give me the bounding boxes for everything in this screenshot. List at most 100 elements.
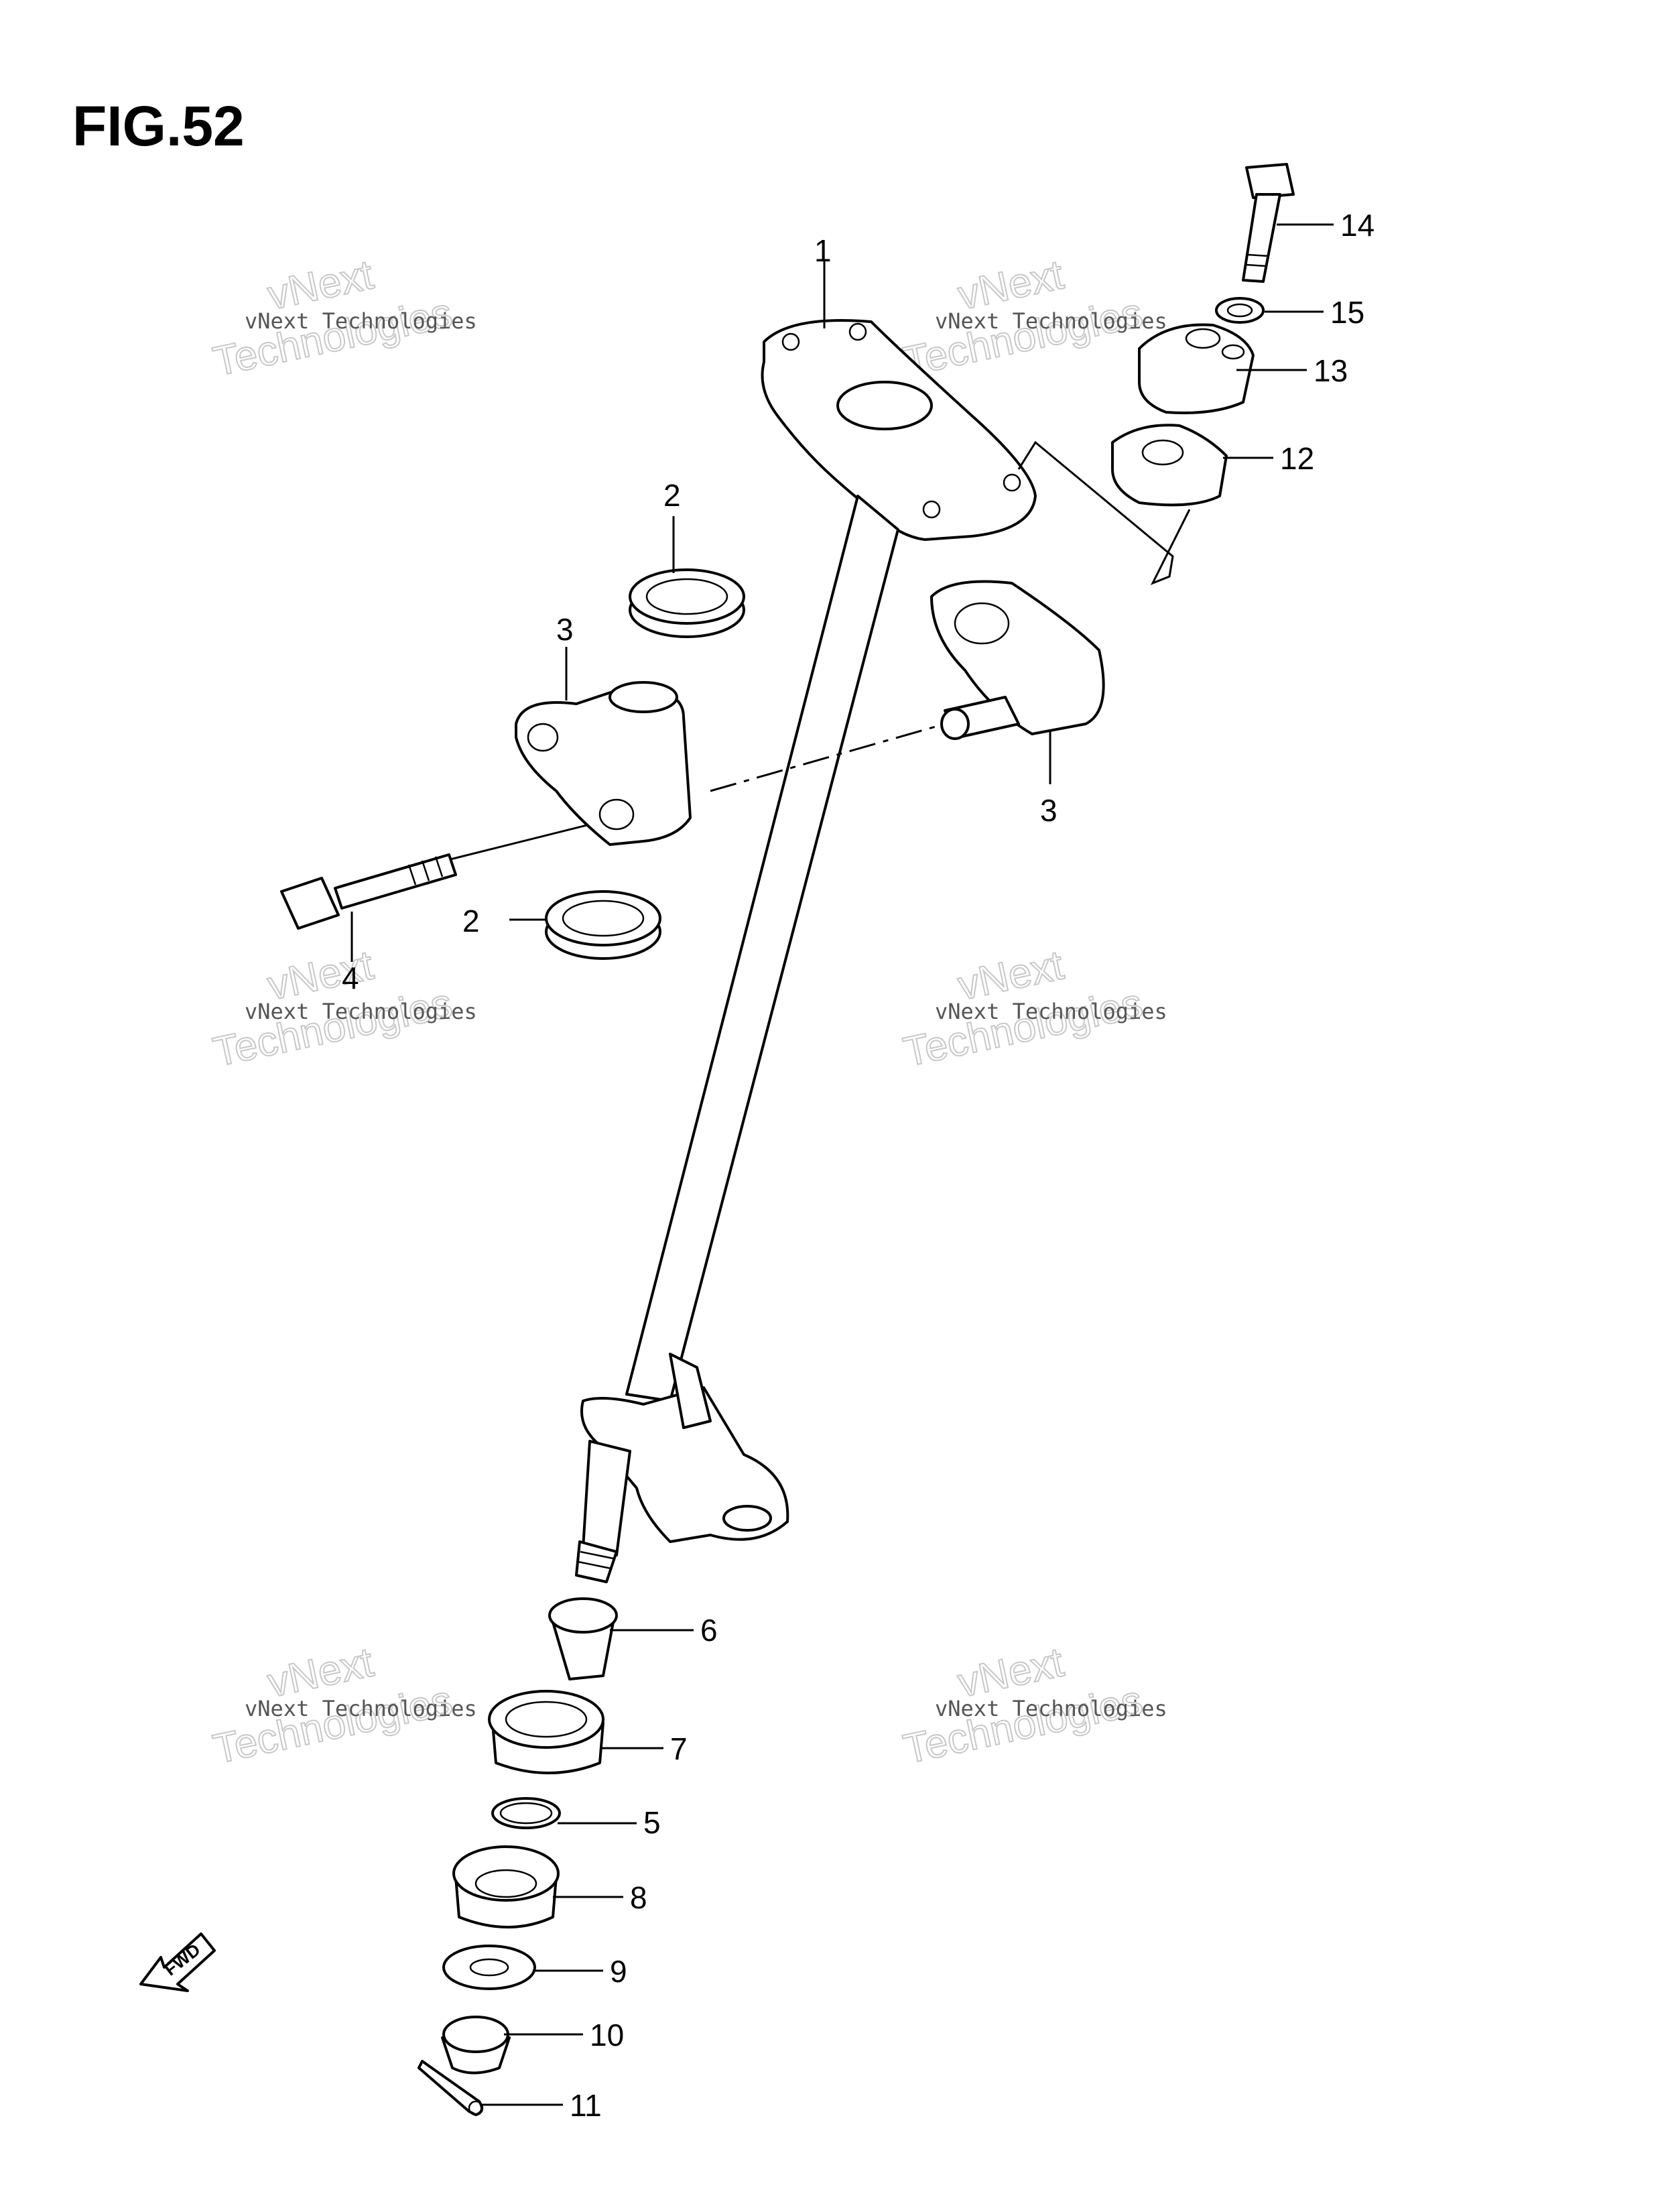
callout-13: 13 (1314, 353, 1348, 388)
bushing-6 (548, 1597, 618, 1680)
thread-line (421, 860, 430, 881)
watermark: Technologies vNext vNext Technologies (899, 1638, 1167, 1773)
watermark: Technologies vNext vNext Technologies (208, 1638, 477, 1773)
race-inner (474, 1869, 537, 1898)
watermark-small: vNext Technologies (245, 999, 477, 1024)
callout-labels: 1 2 2 3 3 4 5 6 7 8 9 10 11 12 13 14 15 (342, 208, 1375, 2123)
nut-top (442, 2016, 509, 2053)
thread-line (1247, 253, 1269, 257)
shaft-lower-end (582, 1440, 631, 1556)
holder-right (930, 580, 1105, 740)
bolt-shank (1242, 193, 1281, 283)
thread-line (407, 864, 417, 885)
holder-hole (954, 602, 1010, 645)
bushing-inner (562, 900, 645, 937)
washer-9 (442, 1945, 536, 1990)
callout-15: 15 (1330, 295, 1364, 330)
ref-line-top (1017, 440, 1191, 585)
callout-14: 14 (1340, 208, 1375, 243)
race-8 (452, 1845, 560, 1928)
clamp-hole (1221, 344, 1245, 360)
callout-2a: 2 (663, 478, 681, 513)
lower-bracket-hole (722, 1505, 772, 1532)
shaft-threaded-end (575, 1540, 618, 1583)
clamp-body (1111, 424, 1228, 507)
callout-8: 8 (630, 1880, 647, 1915)
race-top (488, 1690, 604, 1749)
callout-3a: 3 (556, 612, 574, 647)
bushing-top (545, 890, 661, 946)
callout-5: 5 (643, 1805, 661, 1840)
clamp-lower-12 (1111, 424, 1228, 507)
callout-11: 11 (570, 2088, 602, 2123)
callout-6: 6 (700, 1613, 718, 1648)
watermark-small: vNext Technologies (935, 1696, 1167, 1721)
thread-line (1246, 263, 1267, 267)
clamp-upper-13 (1138, 323, 1255, 414)
nut-10 (441, 2016, 511, 2075)
watermark-small: vNext Technologies (245, 1696, 477, 1721)
bolt-head (280, 877, 340, 930)
callout-3b: 3 (1040, 793, 1058, 828)
holder-body (930, 580, 1105, 735)
bushing-top (548, 1597, 618, 1634)
bushing-inner (645, 578, 728, 615)
race-inner (505, 1701, 588, 1738)
watermark: Technologies vNext vNext Technologies (899, 251, 1167, 385)
bracket-hole (922, 500, 941, 519)
shaft-upper-bracket (761, 319, 1037, 541)
watermark-small: vNext Technologies (245, 308, 477, 334)
washer-hole (1226, 303, 1253, 318)
lower-bracket-stop (669, 1353, 712, 1429)
washer-15 (1215, 297, 1265, 324)
bushing-lower (545, 890, 661, 960)
watermark-small: vNext Technologies (935, 308, 1167, 334)
washer-body (1215, 297, 1265, 324)
watermark: Technologies vNext vNext Technologies (899, 941, 1167, 1076)
callout-9: 9 (610, 1954, 627, 1989)
bracket-hole (781, 332, 800, 351)
watermark-small: vNext Technologies (935, 999, 1167, 1024)
leader-lines (350, 223, 1334, 2106)
bolt-4 (280, 853, 457, 930)
bracket-hole (848, 322, 867, 341)
bolt-head (1245, 163, 1295, 199)
thread-line (580, 1550, 614, 1560)
callout-4: 4 (342, 961, 359, 995)
holder-left (515, 681, 692, 846)
callout-7: 7 (670, 1731, 688, 1766)
bushing-top (629, 568, 745, 625)
callout-10: 10 (590, 2018, 624, 2052)
callout-1: 1 (814, 233, 832, 268)
holder-hole (598, 798, 635, 831)
holder-hole (527, 723, 559, 752)
steering-shaft (575, 319, 1037, 1583)
clamp-hole (1185, 328, 1221, 349)
holder-pin-end (940, 708, 970, 740)
callout-12: 12 (1280, 441, 1314, 476)
ring-inner (499, 1802, 553, 1825)
thread-line (578, 1560, 612, 1570)
fwd-arrow-icon (139, 1932, 216, 1992)
race-top (452, 1845, 560, 1902)
shaft-top-boss (836, 381, 933, 430)
fwd-arrow: FWD (139, 1932, 216, 1992)
holder-body (515, 688, 692, 846)
washer-hole (469, 1958, 509, 1977)
watermark: Technologies vNext vNext Technologies (208, 251, 477, 385)
callout-2b: 2 (462, 904, 480, 938)
reference-lines (428, 440, 1191, 866)
thread-line (434, 856, 444, 877)
bushing-upper (629, 568, 745, 638)
bolt-14 (1242, 163, 1295, 283)
race-7 (488, 1690, 604, 1774)
ref-line-mid (710, 723, 946, 792)
clamp-cutout (1141, 439, 1184, 466)
washer-body (442, 1945, 536, 1990)
figure-title: FIG.52 (72, 95, 245, 158)
clamp-body (1138, 323, 1255, 414)
o-ring-5 (491, 1797, 561, 1829)
bolt-shank (334, 853, 457, 910)
